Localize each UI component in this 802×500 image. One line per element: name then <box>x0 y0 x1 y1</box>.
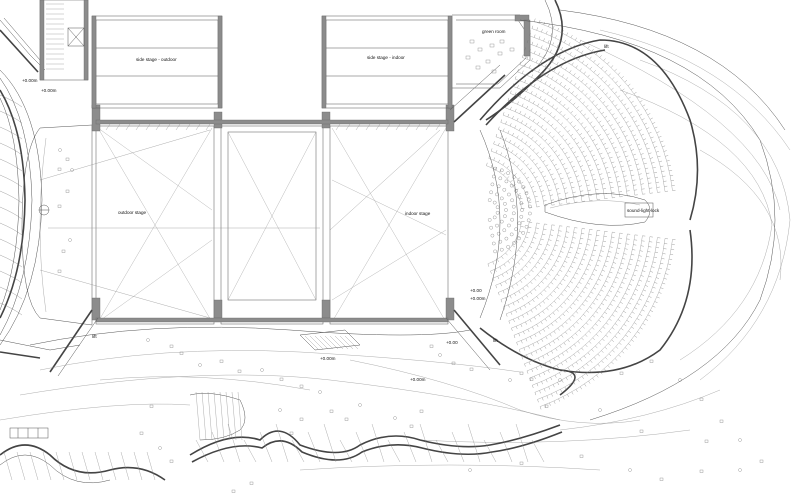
level-upper-left: +0.00m <box>22 78 38 83</box>
level-right-side-1: +0.00 <box>470 288 482 293</box>
level-right-side-2: +0.00m <box>470 296 486 301</box>
level-lower-mid-2: +0.00m <box>320 356 336 361</box>
side-stage-outdoor-room <box>91 15 223 109</box>
indoor-stage-label: indoor stage <box>405 211 431 216</box>
level-lower-small: +0.00 <box>446 340 458 345</box>
green-room-area <box>452 14 531 89</box>
lift-label-lower: lift <box>493 338 498 343</box>
landscape-terrain <box>0 148 764 493</box>
sound-light-lock-label: sound-light-lock <box>627 208 660 213</box>
indoor-auditorium <box>479 0 791 421</box>
lift-label-left: lift <box>92 334 97 339</box>
stair-core <box>39 0 89 81</box>
side-stage-outdoor-label: side stage - outdoor <box>136 57 177 62</box>
lift-label-top: lift <box>604 44 609 49</box>
side-stage-indoor-room <box>321 15 453 109</box>
level-lower-mid: +0.00m <box>410 377 426 382</box>
side-stage-indoor-label: side stage - indoor <box>367 55 405 60</box>
outdoor-stage-label: outdoor stage <box>118 210 147 215</box>
green-room-label: green room <box>482 29 506 34</box>
left-outdoor-seating <box>0 17 81 359</box>
level-upper-left-2: +0.00m <box>41 88 57 93</box>
stage-block <box>21 64 506 377</box>
